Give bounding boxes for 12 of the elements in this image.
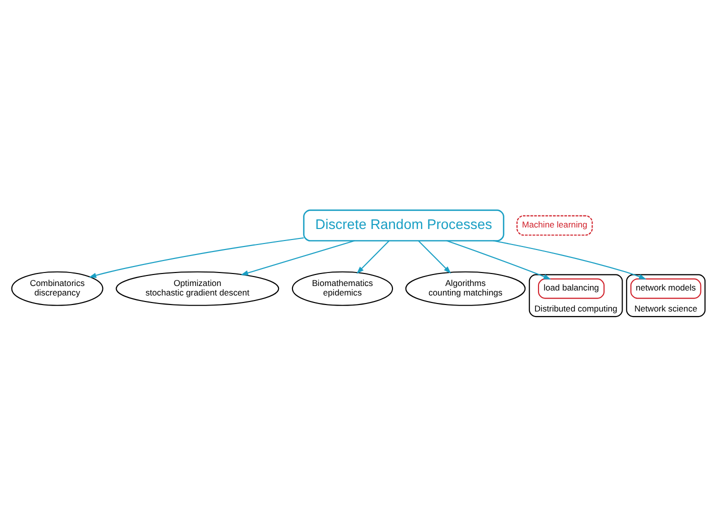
arrow <box>240 240 355 276</box>
arrow <box>356 240 390 274</box>
arrow <box>446 240 552 280</box>
node-ellipse: Biomathematics epidemics <box>292 271 394 306</box>
arrow <box>418 240 452 274</box>
node-box: load balancing <box>538 278 605 299</box>
arrow <box>493 240 646 280</box>
node-box: Discrete Random Processes <box>303 209 504 242</box>
arrow <box>88 237 304 278</box>
node-box: Machine learning <box>516 215 593 236</box>
node-ellipse: Algorithms counting matchings <box>405 271 526 306</box>
node-box: network models <box>630 278 702 299</box>
